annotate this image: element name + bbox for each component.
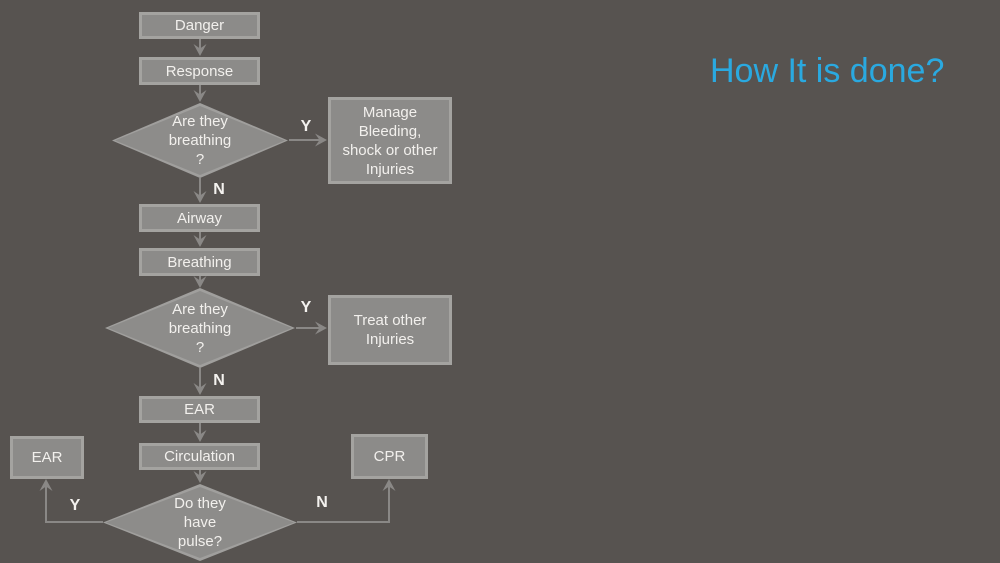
flow-decision-breathing-1-label: Are they breathing ? <box>112 103 288 178</box>
node-line: Injuries <box>365 331 415 348</box>
flow-node-airway-label: Airway <box>176 209 222 227</box>
edge-label-q1-yes: Y <box>300 118 312 135</box>
decision-line: Are they <box>172 113 228 130</box>
flow-node-manage-bleeding: Manage Bleeding, shock or other Injuries <box>328 97 452 184</box>
node-line: Bleeding, <box>358 122 422 140</box>
decision-line: ? <box>195 151 205 168</box>
flow-decision-breathing-1: Are they breathing ? <box>112 103 288 178</box>
decision-line: Do they <box>174 495 226 512</box>
flow-node-cpr-label: CPR <box>373 448 406 465</box>
node-line: Injuries <box>365 160 415 178</box>
edge-q3-ear-left <box>39 479 103 523</box>
flow-node-ear-left-label: EAR <box>31 449 63 466</box>
decision-line: pulse? <box>177 533 223 550</box>
decision-line: Are they <box>172 300 228 318</box>
flow-node-breathing: Breathing <box>139 248 260 276</box>
flow-node-airway: Airway <box>139 204 260 232</box>
slide-title: How It is done? <box>710 52 945 90</box>
decision-line: breathing <box>168 132 232 149</box>
edge-label-q3-yes: Y <box>69 497 81 514</box>
edge-q3-cpr <box>297 479 396 523</box>
flow-node-circulation: Circulation <box>139 443 260 470</box>
flow-decision-breathing-2: Are they breathing ? <box>105 288 295 368</box>
edge-label-q2-no: N <box>213 372 225 389</box>
flow-node-ear-left: EAR <box>10 436 84 479</box>
decision-line: breathing <box>168 319 232 337</box>
node-line: Treat other <box>353 312 427 329</box>
node-line: shock or other <box>342 141 438 159</box>
flow-node-response-label: Response <box>165 62 234 80</box>
flow-node-response: Response <box>139 57 260 85</box>
flow-node-cpr: CPR <box>351 434 428 479</box>
flow-node-ear-mid-label: EAR <box>184 401 215 418</box>
flow-node-danger: Danger <box>139 12 260 39</box>
flow-node-danger-label: Danger <box>174 17 225 34</box>
flow-node-treat-other: Treat other Injuries <box>328 295 452 365</box>
edge-label-q3-no: N <box>316 494 328 511</box>
flow-decision-pulse-label: Do they have pulse? <box>103 484 297 561</box>
edge-label-q1-no: N <box>213 181 225 198</box>
flow-decision-pulse: Do they have pulse? <box>103 484 297 561</box>
flow-node-circulation-label: Circulation <box>164 448 235 465</box>
decision-line: ? <box>195 338 205 356</box>
node-line: Manage <box>362 103 418 121</box>
decision-line: have <box>183 514 217 531</box>
flow-node-ear-mid: EAR <box>139 396 260 423</box>
edge-label-q2-yes: Y <box>300 299 312 316</box>
flow-decision-breathing-2-label: Are they breathing ? <box>105 288 295 368</box>
flow-node-breathing-label: Breathing <box>167 253 232 271</box>
